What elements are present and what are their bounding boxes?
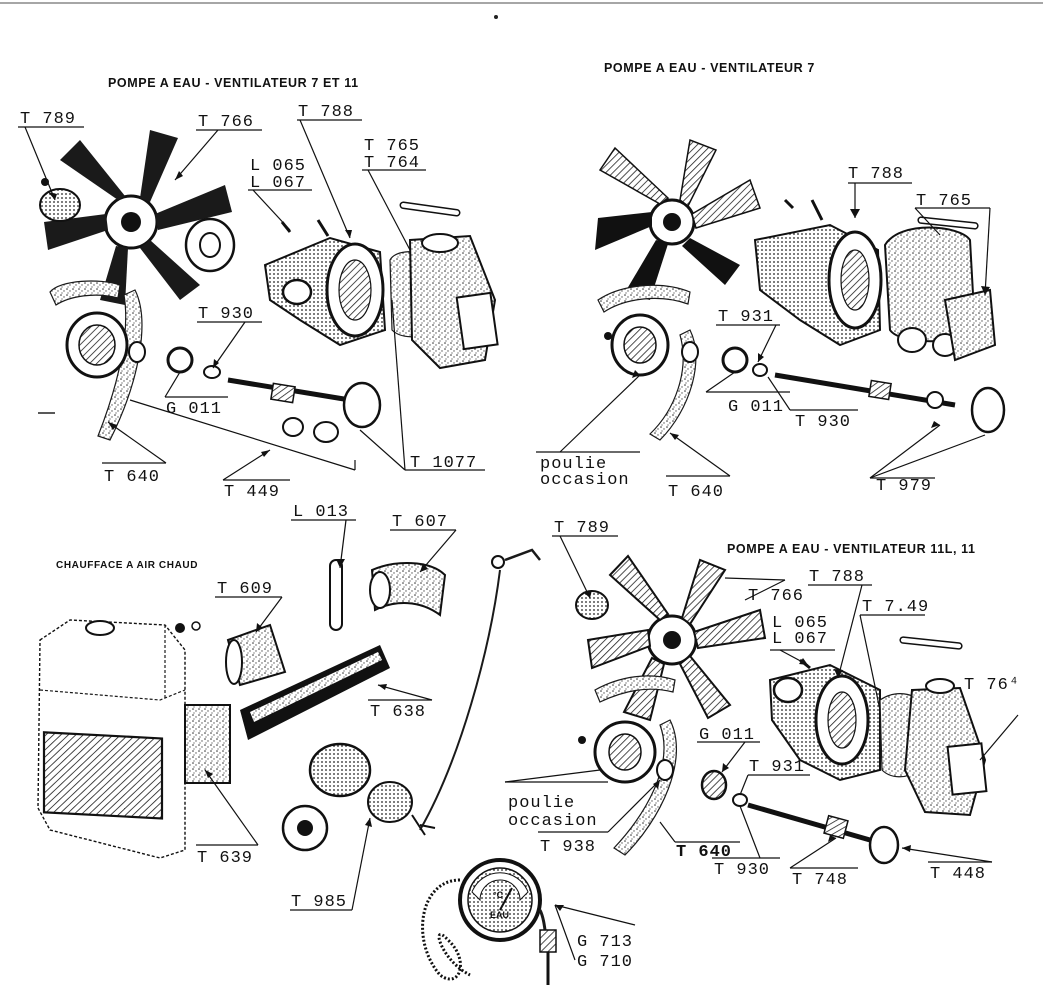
label-L067-bottom-right: L 067 [772, 630, 828, 649]
label-T789-top-left: T 789 [20, 110, 76, 129]
label-T764-top-left: T 764 [364, 154, 420, 173]
label-T938-bottom-right: T 938 [540, 838, 596, 857]
label-T448-bottom-right: T 448 [930, 865, 986, 884]
label-L065-bottom-right: L 065 [772, 614, 828, 633]
leader-lines-gauge [554, 904, 636, 961]
belt-drawing-top-left [49, 280, 143, 441]
section-title-bottom-left: CHAUFFACE A AIR CHAUD [56, 560, 198, 571]
section-title-bottom-right: POMPE A EAU - VENTILATEUR 11L, 11 [727, 542, 976, 556]
label-T789-bottom-right: T 789 [554, 519, 610, 538]
label-T931-top-right: T 931 [718, 308, 774, 327]
water-pump-body-top-left [263, 201, 499, 370]
label-poulie-bottom-right: poulie [508, 794, 575, 813]
label-G710: G 710 [577, 953, 633, 972]
blower-drawing [281, 742, 436, 852]
label-T609: T 609 [217, 580, 273, 599]
label-G011-top-right: G 011 [728, 398, 784, 417]
shaft-drawing-top-right [721, 346, 1006, 434]
label-T640-top-right: T 640 [668, 483, 724, 502]
label-L065-top-left: L 065 [250, 157, 306, 176]
fan-blade-drawing-bottom-right [575, 554, 767, 722]
leader-lines-top-left [18, 119, 485, 481]
label-G011-bottom-right: G 011 [699, 726, 755, 745]
section-title-top-right: POMPE A EAU - VENTILATEUR 7 [604, 61, 815, 75]
pulley-drawing-bottom-right [578, 720, 674, 784]
gauge-unit-text: °C [493, 890, 504, 900]
pulley-drawing-top-right [604, 313, 699, 377]
gauge-face-text: EAU [490, 910, 509, 920]
label-T766-bottom-right: T 766 [748, 587, 804, 606]
label-T930-top-right: T 930 [795, 413, 851, 432]
label-G713: G 713 [577, 933, 633, 952]
label-T640-bottom-right: T 640 [676, 843, 732, 862]
radiator-drawing [37, 619, 231, 859]
hub-drawing-top-left [39, 178, 236, 273]
fan-blade-drawing-top-left [44, 130, 232, 305]
control-cable-drawing [419, 548, 541, 831]
scan-dot [494, 15, 498, 19]
label-occasion-bottom-right: occasion [508, 812, 598, 831]
label-occasion-top-right: occasion [540, 471, 630, 490]
leader-lines-bottom-right [504, 535, 1019, 869]
label-T638: T 638 [370, 703, 426, 722]
label-T765-top-right: T 765 [916, 192, 972, 211]
label-L067-top-left: L 067 [250, 174, 306, 193]
belt-drawing-bottom-right [594, 675, 678, 856]
label-T764-bottom-right: T 76⁴ [964, 676, 1020, 695]
label-L013: L 013 [293, 503, 349, 522]
fan-blade-drawing-top-right [595, 138, 761, 300]
section-title-top-left: POMPE A EAU - VENTILATEUR 7 ET 11 [108, 76, 359, 90]
label-T788-top-right: T 788 [848, 165, 904, 184]
label-T449-top-left: T 449 [224, 483, 280, 502]
label-T766-top-left: T 766 [198, 113, 254, 132]
label-T930-bottom-right: T 930 [714, 861, 770, 880]
label-T748-bottom-right: T 748 [792, 871, 848, 890]
shaft-drawing-top-left [166, 346, 382, 443]
label-T1077-top-left: T 1077 [410, 454, 477, 473]
shaft-drawing-bottom-right [700, 769, 900, 865]
label-T788-bottom-right: T 788 [809, 568, 865, 587]
label-T607: T 607 [392, 513, 448, 532]
pulley-drawing-top-left [65, 311, 146, 379]
label-T788-top-left: T 788 [298, 103, 354, 122]
label-T931-bottom-right: T 931 [749, 758, 805, 777]
label-T979-top-right: T 979 [876, 477, 932, 496]
air-duct-drawing [240, 645, 390, 740]
label-T985: T 985 [291, 893, 347, 912]
temperature-gauge-drawing: °C EAU [421, 858, 557, 985]
label-T765-top-left: T 765 [364, 137, 420, 156]
leader-lines-top-right [536, 182, 991, 479]
label-T749-bottom-right: T 7.49 [862, 598, 929, 617]
label-T640-top-left: T 640 [104, 468, 160, 487]
label-T930-top-left: T 930 [198, 305, 254, 324]
label-T639: T 639 [197, 849, 253, 868]
water-pump-body-top-right [753, 198, 997, 362]
label-poulie-top-right: poulie [540, 455, 607, 474]
label-G011-top-left: G 011 [166, 400, 222, 419]
water-pump-body-bottom-right [768, 636, 988, 817]
leader-lines-bottom-left [196, 519, 457, 911]
hose-sleeve-drawings [225, 559, 447, 687]
